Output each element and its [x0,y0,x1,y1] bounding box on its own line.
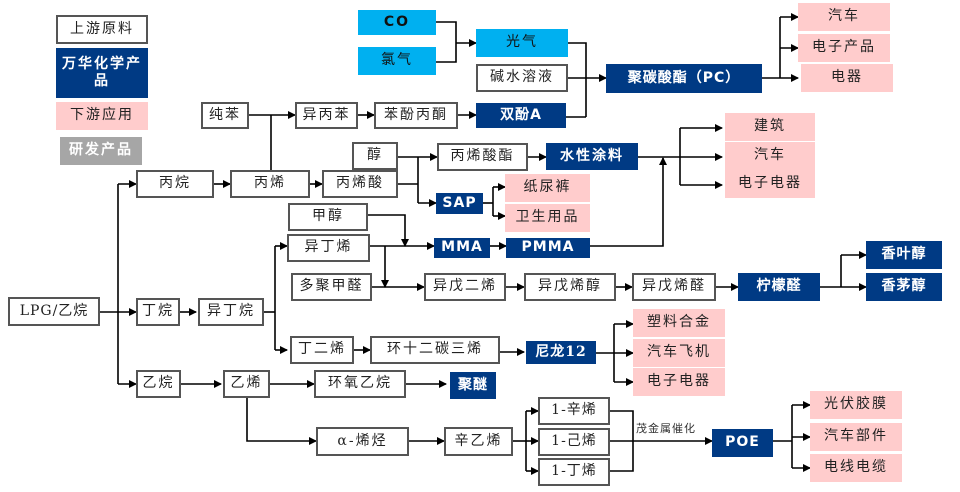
node-polyformaldehyde: 多聚甲醛 [291,273,372,301]
legend-rnd: 研发产品 [60,137,142,165]
legend-wanhua: 万华化学产品 [56,48,148,98]
legend-downstream: 下游应用 [56,102,148,130]
node-coat-app-electronics: 电子电器 [725,170,815,198]
node-pc-app-electronics: 电子产品 [798,34,890,62]
node-octene-ethylene: 辛乙烯 [444,427,513,456]
node-chlorine: 氯气 [358,47,436,75]
node-alcohol: 醇 [352,142,398,170]
node-butadiene: 丁二烯 [290,336,354,364]
node-caustic: 碱水溶液 [476,64,568,92]
node-acrylic-acid: 丙烯酸 [322,170,398,198]
node-1-octene: 1-辛烯 [538,397,610,425]
line-co [436,21,457,43]
node-poe: POE [712,429,773,457]
node-pa12: 尼龙12 [526,341,596,364]
node-lpg-ethane: LPG/乙烷 [8,297,100,326]
node-coat-app-construction: 建筑 [725,113,815,141]
line-cl [436,43,457,63]
node-benzene: 纯苯 [201,102,249,129]
node-alpha-olefin: α-烯烃 [316,427,409,456]
node-poe-app-pv-film: 光伏胶膜 [810,391,902,419]
node-poe-app-cables: 电线电缆 [810,454,902,482]
node-pa12-app-alloy: 塑料合金 [633,309,725,337]
node-cdt: 环十二碳三烯 [370,336,500,364]
node-isobutene: 异丁烯 [287,234,370,262]
node-isopentenal: 异戊烯醛 [632,273,716,301]
node-coat-app-auto: 汽车 [725,142,815,170]
node-waterborne-coating: 水性涂料 [546,143,638,170]
node-geraniol: 香叶醇 [866,241,942,269]
node-acrylate: 丙烯酸酯 [437,143,528,171]
node-propane: 丙烷 [136,170,214,198]
node-pc: 聚碳酸酯（PC） [606,64,762,93]
node-poe-app-auto-parts: 汽车部件 [810,423,902,451]
node-butane: 丁烷 [136,298,180,326]
node-isobutane: 异丁烷 [198,298,264,326]
node-cumene: 异丙苯 [295,102,358,129]
node-citronellol: 香茅醇 [866,273,942,301]
node-ethane: 乙烷 [136,370,181,398]
node-sap-app-diaper: 纸尿裤 [505,174,590,202]
node-phosgene: 光气 [476,29,568,57]
line-phosgene [568,42,587,117]
node-bpa: 双酚A [476,103,566,128]
node-sap-app-hygiene: 卫生用品 [505,204,590,232]
legend-upstream: 上游原料 [56,15,148,44]
node-methanol: 甲醇 [288,203,368,231]
node-ethylene-oxide: 环氧乙烷 [314,370,406,398]
node-polyether: 聚醚 [450,372,496,399]
node-mma: MMA [434,238,490,258]
node-pa12-app-auto-aircraft: 汽车飞机 [633,339,725,367]
node-pc-app-auto: 汽车 [798,3,890,31]
node-1-hexene: 1-己烯 [538,428,610,456]
node-pc-app-appliances: 电器 [801,64,893,92]
node-sap: SAP [436,193,483,214]
node-pmma: PMMA [506,238,590,258]
node-co: CO [358,10,436,35]
node-phenol-acetone: 苯酚丙酮 [374,102,458,129]
node-ethylene: 乙烯 [223,370,270,398]
node-pa12-app-electronics: 电子电器 [633,368,725,396]
node-isopentenol: 异戊烯醇 [524,273,616,301]
node-1-butene: 1-丁烯 [538,458,610,486]
node-propylene: 丙烯 [230,170,310,198]
label-metallocene-catalysis: 茂金属催化 [636,422,696,435]
node-citral: 柠檬醛 [738,273,820,301]
node-isoprene: 异戊二烯 [424,273,506,301]
